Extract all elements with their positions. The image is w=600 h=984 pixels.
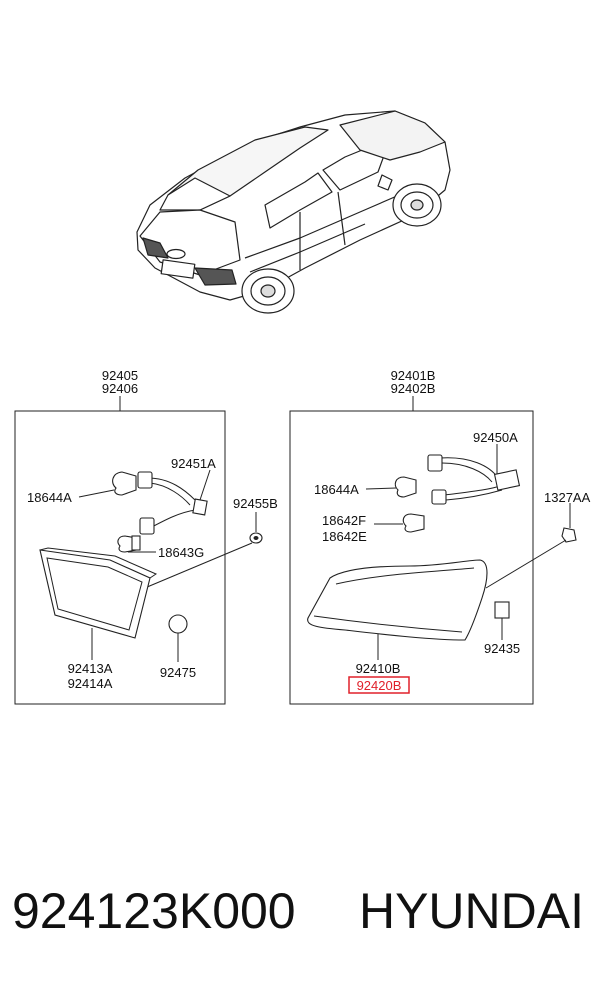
label-socket-92451a: 92451A — [171, 456, 216, 471]
grommet-92455b — [249, 532, 263, 544]
label-bulb-18643g: 18643G — [158, 545, 204, 560]
label-lamp-92410b: 92410B — [356, 661, 401, 676]
label-bulb-18642f: 18642F — [322, 513, 366, 528]
left-assembly-frame — [14, 410, 226, 705]
assembly-number-92401b: 92401B — [391, 368, 436, 383]
label-lens-92413a: 92413A — [68, 661, 113, 676]
right-assembly-frame — [289, 410, 534, 705]
label-screw-1327aa: 1327AA — [544, 490, 591, 505]
label-lens-92414a: 92414A — [68, 676, 113, 691]
bulb-18643g-left — [117, 535, 141, 553]
bulb-18642f — [402, 513, 425, 533]
right-assembly: 92401B 92402B — [289, 368, 591, 705]
label-pad-92435: 92435 — [484, 641, 520, 656]
label-cap-92475: 92475 — [160, 665, 196, 680]
car-illustration — [136, 110, 451, 314]
label-harness-92450a: 92450A — [473, 430, 518, 445]
brand-name: HYUNDAI — [359, 883, 584, 939]
part-number: 924123K000 — [12, 883, 296, 939]
highlight-box-92420b — [348, 676, 410, 694]
left-assembly: 92405 92406 — [14, 368, 278, 705]
label-bulb-18642e: 18642E — [322, 529, 367, 544]
pad-92435 — [494, 601, 510, 619]
label-grommet-92455b: 92455B — [233, 496, 278, 511]
assembly-number-92405: 92405 — [102, 368, 138, 383]
lamp-92410b — [307, 559, 488, 641]
assembly-number-92406: 92406 — [102, 381, 138, 396]
assembly-number-92402b: 92402B — [391, 381, 436, 396]
label-bulb-18644a-right: 18644A — [314, 482, 359, 497]
harness-92450a — [427, 454, 521, 505]
lens-92413a — [39, 547, 158, 639]
bulb-18644a-left — [112, 471, 137, 496]
cap-92475 — [168, 614, 188, 634]
label-lamp-92420b: 92420B — [357, 678, 402, 693]
bulb-18644a-right — [394, 476, 417, 498]
label-bulb-18644a-left: 18644A — [27, 490, 72, 505]
screw-1327aa — [561, 527, 577, 543]
socket-harness-left — [137, 471, 208, 535]
